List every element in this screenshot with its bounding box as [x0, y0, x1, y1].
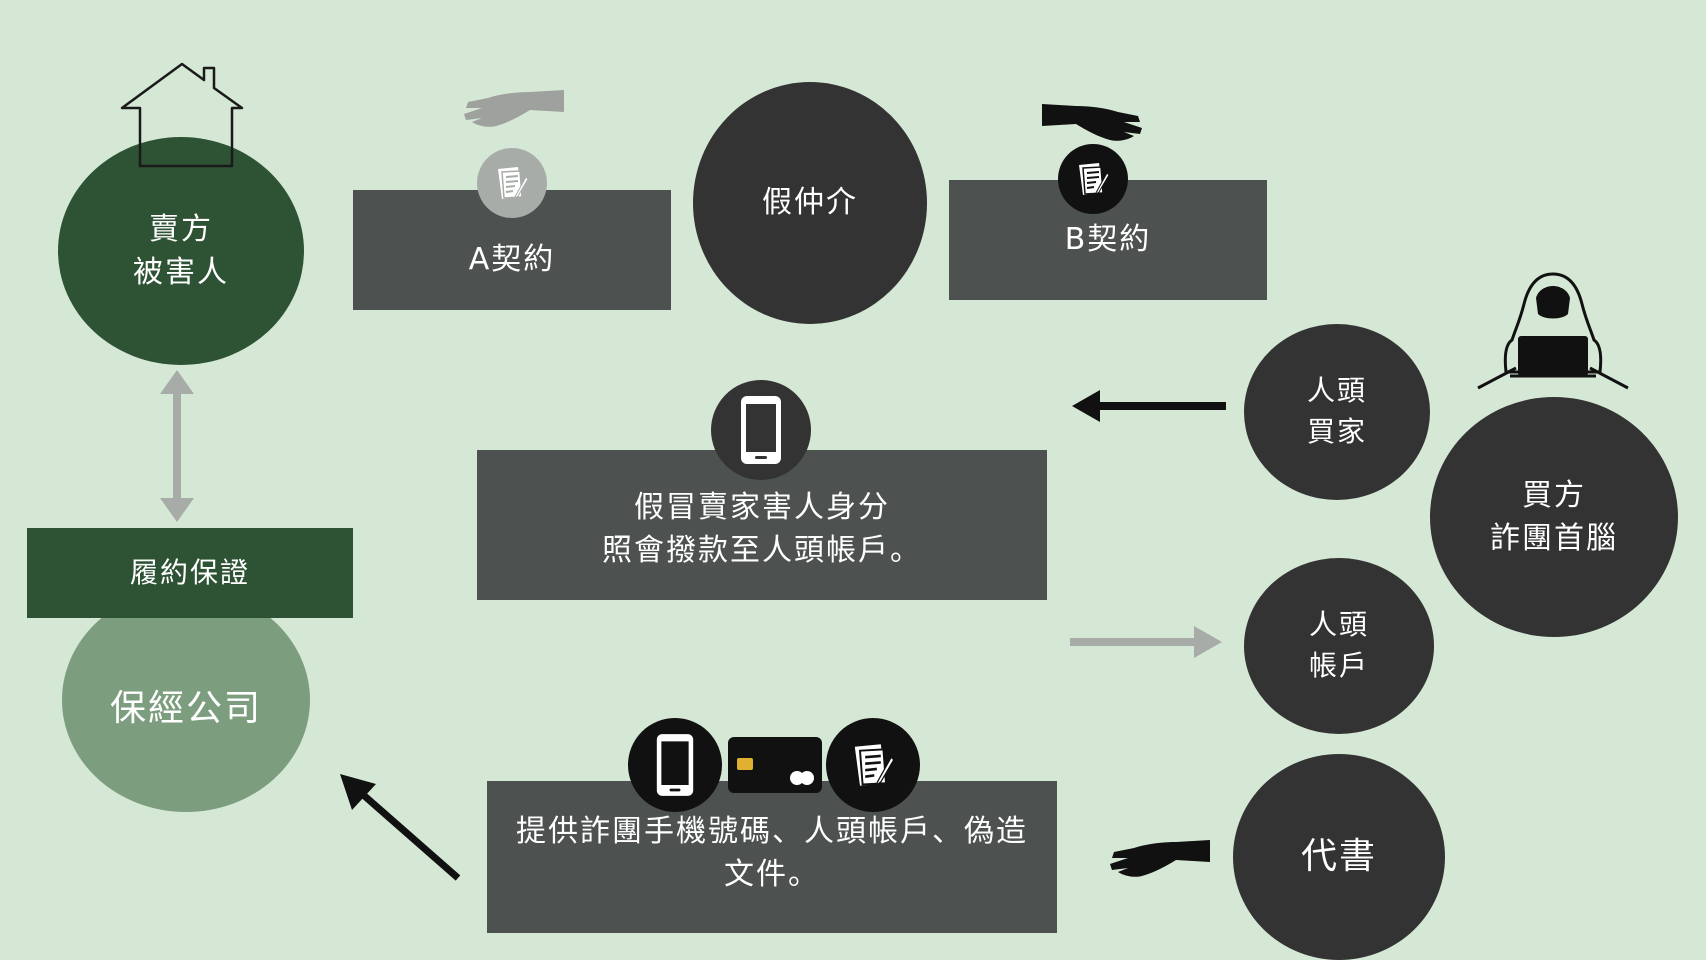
document-icon — [477, 148, 547, 218]
hand-icon — [1110, 840, 1210, 877]
impersonate-box: 假冒賣家害人身分 照會撥款至人頭帳戶。 — [477, 450, 1047, 600]
fake-agent-node: 假仲介 — [693, 82, 927, 324]
provide-label-2: 文件。 — [724, 857, 820, 892]
document-icon — [826, 718, 920, 812]
document-icon — [1058, 144, 1128, 214]
impersonate-label-1: 假冒賣家害人身分 — [634, 489, 890, 525]
nominee-buyer-label-1: 人頭 — [1306, 374, 1367, 408]
seller-label-2: 被害人 — [133, 255, 229, 290]
smartphone-icon — [711, 380, 811, 480]
contract-b-box: B契約 — [949, 180, 1267, 300]
nominee-buyer-node: 人頭 買家 — [1244, 324, 1430, 500]
provide-label-1: 提供詐團手機號碼、人頭帳戶、偽造 — [516, 813, 1028, 849]
fake-agent-label: 假仲介 — [762, 185, 858, 221]
nominee-buyer-label-2: 買家 — [1306, 415, 1367, 448]
arrow-icon — [160, 370, 194, 522]
scrivener-node: 代書 — [1233, 754, 1445, 960]
nominee-account-node: 人頭 帳戶 — [1244, 558, 1434, 734]
escrow-company-label: 保經公司 — [109, 687, 262, 729]
nominee-account-label-2: 帳戶 — [1308, 649, 1369, 682]
arrow-icon — [1070, 626, 1222, 658]
impersonate-label-2: 照會撥款至人頭帳戶。 — [602, 533, 922, 568]
arrow-icon — [1072, 390, 1226, 422]
guarantee-label: 履約保證 — [129, 555, 250, 589]
buyer-boss-label-1: 買方 — [1522, 477, 1586, 513]
smartphone-icon — [628, 718, 722, 812]
seller-node: 賣方 被害人 — [58, 137, 304, 365]
nominee-account-label-1: 人頭 — [1308, 608, 1369, 642]
provide-box: 提供詐團手機號碼、人頭帳戶、偽造 文件。 — [487, 781, 1057, 933]
hand-icon — [464, 90, 564, 127]
hand-icon — [1042, 104, 1142, 141]
credit-card-icon — [728, 737, 822, 793]
seller-label-1: 賣方 — [149, 211, 213, 247]
contract-b-label: B契約 — [1064, 222, 1152, 258]
guarantee-box: 履約保證 — [27, 528, 353, 618]
house-icon — [120, 62, 244, 168]
hacker-icon — [1477, 272, 1629, 390]
buyer-boss-node: 買方 詐團首腦 — [1430, 397, 1678, 637]
arrow-icon — [340, 774, 461, 881]
scrivener-label: 代書 — [1300, 835, 1377, 877]
buyer-boss-label-2: 詐團首腦 — [1490, 521, 1618, 556]
contract-a-label: A契約 — [468, 242, 556, 278]
escrow-company-node: 保經公司 — [62, 588, 310, 812]
